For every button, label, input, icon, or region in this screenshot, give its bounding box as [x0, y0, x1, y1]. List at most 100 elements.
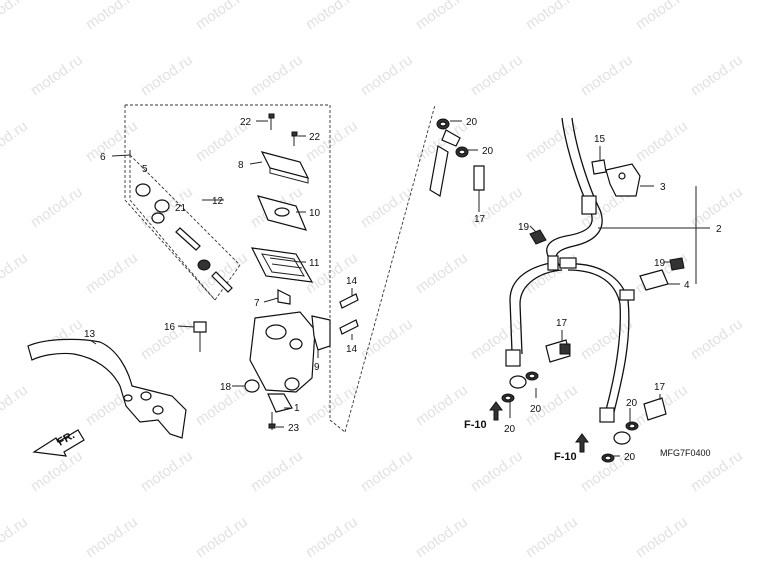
part-label-17b: 17	[556, 318, 568, 329]
piston-parts	[135, 183, 233, 293]
watermark-text: motod.ru	[413, 381, 471, 429]
lower-left-fittings	[501, 339, 571, 403]
watermark-text: motod.ru	[28, 51, 86, 99]
part-label-15: 15	[594, 134, 606, 145]
watermark-text: motod.ru	[358, 183, 416, 231]
part-label-14b: 14	[346, 344, 358, 355]
watermark-text: motod.ru	[0, 381, 31, 429]
part-label-20a: 20	[466, 117, 478, 128]
watermark-text: motod.ru	[193, 0, 251, 33]
part-label-20c: 20	[530, 404, 542, 415]
master-cylinder-group-outline	[124, 104, 436, 433]
holder-bolts	[339, 293, 359, 335]
watermark-text: motod.ru	[413, 513, 471, 561]
watermark-text: motod.ru	[468, 51, 526, 99]
part-label-4: 4	[684, 280, 690, 291]
watermark-text: motod.ru	[193, 513, 251, 561]
part-number-labels: 6 5 12 21 22 22 8 10 11 7 14 14 16 9 13 …	[84, 117, 722, 463]
part-label-20e: 20	[626, 398, 638, 409]
hose-clamp	[639, 269, 669, 291]
brake-hose	[505, 117, 635, 423]
part-label-8: 8	[238, 160, 244, 171]
part-label-17a: 17	[474, 214, 486, 225]
watermark-text: motod.ru	[633, 117, 691, 165]
watermark-text: motod.ru	[83, 249, 141, 297]
part-label-10: 10	[309, 208, 321, 219]
watermark-text: motod.ru	[83, 117, 141, 165]
watermark-text: motod.ru	[468, 447, 526, 495]
part-label-18: 18	[220, 382, 232, 393]
watermark-text: motod.ru	[303, 0, 361, 33]
part-label-14a: 14	[346, 276, 358, 287]
watermark-text: motod.ru	[358, 447, 416, 495]
part-label-11: 11	[309, 258, 320, 269]
watermark-text: motod.ru	[688, 315, 746, 363]
front-direction-arrow: FR.	[32, 429, 85, 457]
watermark-text: motod.ru	[523, 513, 581, 561]
part-label-16: 16	[164, 322, 176, 333]
part-label-22b: 22	[309, 132, 321, 143]
watermark-layer: motod.ru motod.ru motod.ru motod.ru motod.ru…	[0, 0, 746, 561]
watermark-text: motod.ru	[633, 0, 691, 33]
watermark-text: motod.ru	[0, 249, 31, 297]
part-label-22a: 22	[240, 117, 252, 128]
part-label-9: 9	[314, 362, 320, 373]
diaphragm	[250, 247, 314, 283]
leader-lines	[89, 120, 710, 457]
part-label-20b: 20	[482, 146, 494, 157]
watermark-text: motod.ru	[138, 447, 196, 495]
dust-boot	[244, 379, 260, 393]
pivot-bolt	[193, 321, 207, 352]
watermark-text: motod.ru	[413, 249, 471, 297]
reservoir-cap	[260, 151, 310, 184]
f10-arrows	[489, 401, 589, 453]
reservoir-plate	[256, 195, 308, 231]
watermark-text: motod.ru	[0, 117, 31, 165]
part-label-17c: 17	[654, 382, 666, 393]
watermark-text: motod.ru	[303, 513, 361, 561]
watermark-text: motod.ru	[578, 315, 636, 363]
watermark-text: motod.ru	[83, 513, 141, 561]
part-label-19b: 19	[654, 258, 666, 269]
watermark-text: motod.ru	[523, 117, 581, 165]
hose-bracket	[605, 163, 641, 197]
watermark-text: motod.ru	[358, 315, 416, 363]
watermark-text: motod.ru	[358, 51, 416, 99]
ref-label-f10-left: F-10	[464, 419, 487, 431]
watermark-text: motod.ru	[688, 51, 746, 99]
part-label-19a: 19	[518, 222, 530, 233]
master-cylinder-body	[249, 289, 331, 393]
ref-label-f10-right: F-10	[554, 451, 577, 463]
upper-hose-fitting	[429, 118, 485, 206]
part-label-20f: 20	[624, 452, 636, 463]
hose-clips	[529, 229, 685, 271]
lower-right-fittings	[601, 397, 667, 463]
part-label-13: 13	[84, 329, 96, 340]
watermark-text: motod.ru	[413, 0, 471, 33]
part-label-7: 7	[254, 298, 260, 309]
part-label-12: 12	[212, 196, 224, 207]
watermark-text: motod.ru	[0, 513, 31, 561]
watermark-text: motod.ru	[523, 0, 581, 33]
watermark-text: motod.ru	[248, 447, 306, 495]
part-label-2: 2	[716, 224, 722, 235]
watermark-text: motod.ru	[28, 183, 86, 231]
diagram-code: MFG7F0400	[660, 448, 711, 458]
watermark-text: motod.ru	[83, 0, 141, 33]
watermark-text: motod.ru	[248, 51, 306, 99]
watermark-text: motod.ru	[633, 513, 691, 561]
part-label-20d: 20	[504, 424, 516, 435]
screw-22	[268, 113, 298, 146]
watermark-text: motod.ru	[578, 51, 636, 99]
watermark-text: motod.ru	[0, 0, 31, 33]
part-label-5: 5	[142, 164, 148, 175]
part-label-23: 23	[288, 423, 300, 434]
part-label-21: 21	[175, 203, 187, 214]
part-label-3: 3	[660, 182, 666, 193]
brake-lever	[27, 338, 187, 439]
bracket-bolt	[591, 159, 607, 175]
part-label-1: 1	[294, 403, 300, 414]
part-label-6: 6	[100, 152, 106, 163]
